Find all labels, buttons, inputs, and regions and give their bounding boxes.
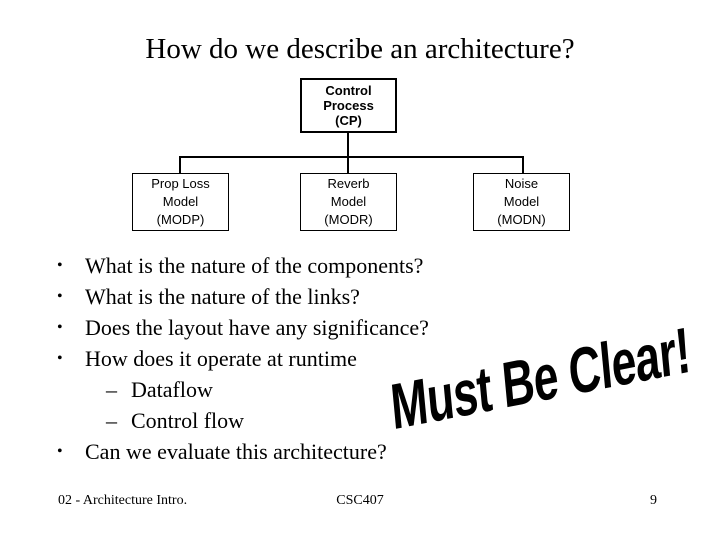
box-line: (CP)	[335, 113, 362, 128]
footer-lecture-title: 02 - Architecture Intro.	[58, 493, 188, 508]
connector-left-vertical	[179, 156, 181, 173]
box-line: Model	[503, 194, 540, 209]
bullet-text: Does the layout have any significance?	[85, 315, 429, 340]
box-line: Process	[323, 98, 374, 113]
footer-course-code: CSC407	[336, 493, 384, 508]
bullet-text: How does it operate at runtime	[85, 346, 357, 371]
bullet-text: What is the nature of the components?	[85, 253, 424, 278]
diagram-box-control-process: Control Process (CP)	[300, 78, 397, 133]
box-line: Model	[330, 194, 367, 209]
bullet-marker: •	[57, 350, 63, 367]
sub-bullet-item: – Dataflow	[0, 374, 520, 405]
bullet-text: What is the nature of the links?	[85, 284, 360, 309]
bullet-list: • What is the nature of the components? …	[0, 250, 520, 467]
box-line: (MODR)	[324, 212, 373, 227]
slide-title: How do we describe an architecture?	[145, 33, 575, 65]
bullet-marker: •	[57, 257, 63, 274]
bullet-marker: •	[57, 443, 63, 460]
connector-root-vertical	[347, 133, 349, 156]
bullet-marker: •	[57, 319, 63, 336]
bullet-item: • What is the nature of the components?	[0, 250, 520, 281]
bullet-text: Control flow	[131, 408, 245, 433]
box-line: Model	[162, 194, 199, 209]
footer-page-number: 9	[650, 493, 657, 508]
diagram-box-prop-loss-model: Prop Loss Model (MODP)	[132, 173, 229, 231]
connector-middle-vertical	[347, 156, 349, 173]
sub-bullet-item: – Control flow	[0, 405, 520, 436]
bullet-item: • How does it operate at runtime	[0, 343, 520, 374]
box-line: (MODN)	[497, 212, 546, 227]
diagram-box-noise-model: Noise Model (MODN)	[473, 173, 570, 231]
box-line: Noise	[504, 176, 539, 191]
box-line: (MODP)	[156, 212, 205, 227]
connector-right-vertical	[522, 156, 524, 173]
bullet-item: • What is the nature of the links?	[0, 281, 520, 312]
dash-marker: –	[106, 377, 117, 402]
box-line: Reverb	[327, 176, 370, 191]
dash-marker: –	[106, 408, 117, 433]
bullet-item: • Does the layout have any significance?	[0, 312, 520, 343]
box-line: Control	[325, 83, 372, 98]
bullet-item: • Can we evaluate this architecture?	[0, 436, 520, 467]
bullet-marker: •	[57, 288, 63, 305]
bullet-text: Dataflow	[131, 377, 213, 402]
box-line: Prop Loss	[151, 176, 210, 191]
diagram-box-reverb-model: Reverb Model (MODR)	[300, 173, 397, 231]
bullet-text: Can we evaluate this architecture?	[85, 439, 387, 464]
connector-horizontal	[179, 156, 524, 158]
